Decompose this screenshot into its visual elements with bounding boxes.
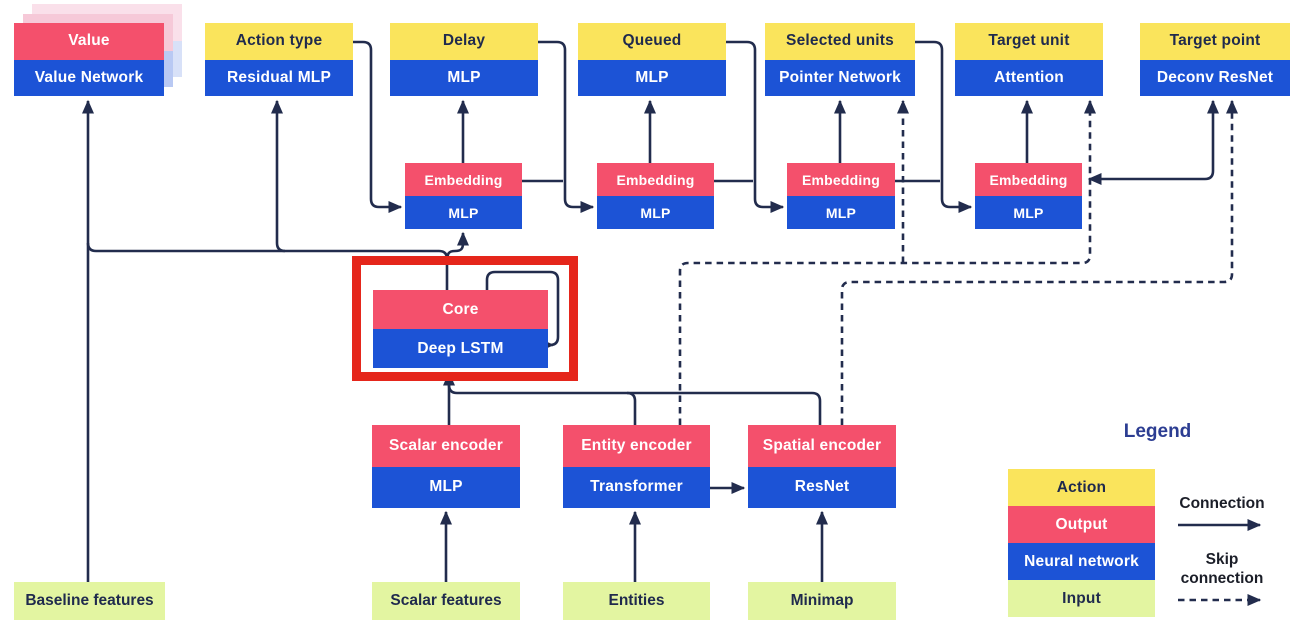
legend-input-swatch: Input xyxy=(1008,580,1155,617)
skip-entity-encoder-to-attention xyxy=(678,99,1096,425)
conn-spatial-encoder-to-core xyxy=(447,384,822,425)
embedding4-mlp-label: MLP xyxy=(975,196,1082,229)
conn-queued-to-embedding3 xyxy=(726,40,785,213)
transformer-label: Transformer xyxy=(563,466,710,508)
resnet-label: ResNet xyxy=(748,466,896,508)
head-delay-mlp-label: MLP xyxy=(390,59,538,96)
head-delay-label: Delay xyxy=(390,23,538,60)
embedding4-label: Embedding xyxy=(975,163,1082,196)
conn-core-to-embedding1 xyxy=(445,231,469,263)
embedding-box-3: Embedding MLP xyxy=(787,163,895,229)
embedding-box-1: Embedding MLP xyxy=(405,163,522,229)
head-value-network-label: Value Network xyxy=(14,59,164,96)
embedding2-label: Embedding xyxy=(597,163,714,196)
input-box-baseline-features: Baseline features xyxy=(14,582,165,620)
head-target-point-label: Target point xyxy=(1140,23,1290,60)
legend-skip-connection-label: Skip connection xyxy=(1180,551,1264,587)
head-deconv-resnet-label: Deconv ResNet xyxy=(1140,59,1290,96)
legend-connection-label: Connection xyxy=(1179,495,1265,512)
encoder-box-spatial: Spatial encoder ResNet xyxy=(748,425,896,508)
head-selected-units-label: Selected units xyxy=(765,23,915,60)
head-pointer-network-label: Pointer Network xyxy=(765,59,915,96)
conn-selected-units-to-embedding4 xyxy=(915,40,973,213)
conn-core-recurrent-loop xyxy=(485,270,560,351)
embedding1-label: Embedding xyxy=(405,163,522,196)
deep-lstm-label: Deep LSTM xyxy=(373,329,548,368)
legend-output-swatch: Output xyxy=(1008,506,1155,543)
input-box-entities: Entities xyxy=(563,582,710,620)
encoder-box-scalar: Scalar encoder MLP xyxy=(372,425,520,508)
embedding3-mlp-label: MLP xyxy=(787,196,895,229)
solid-connections xyxy=(82,40,1262,582)
input-box-scalar-features: Scalar features xyxy=(372,582,520,620)
core-label: Core xyxy=(373,290,548,329)
head-attention-label: Attention xyxy=(955,59,1103,96)
legend-action-swatch: Action xyxy=(1008,469,1155,506)
head-box-selected-units: Selected units Pointer Network xyxy=(765,23,915,96)
skip-connections xyxy=(678,99,1262,606)
embedding2-mlp-label: MLP xyxy=(597,196,714,229)
core-box: Core Deep LSTM xyxy=(373,290,548,368)
conn-embedding4-to-deconv-resnet xyxy=(1087,99,1219,185)
head-queued-label: Queued xyxy=(578,23,726,60)
embedding1-mlp-label: MLP xyxy=(405,196,522,229)
entity-encoder-label: Entity encoder xyxy=(563,425,710,467)
legend-swatches: Action Output Neural network Input xyxy=(1008,469,1155,617)
head-queued-mlp-label: MLP xyxy=(578,59,726,96)
head-residual-mlp-label: Residual MLP xyxy=(205,59,353,96)
spatial-encoder-label: Spatial encoder xyxy=(748,425,896,467)
highlight-box xyxy=(352,256,578,381)
legend-title: Legend xyxy=(1123,421,1192,442)
head-box-value: Value Value Network xyxy=(14,23,164,96)
head-box-target-unit: Target unit Attention xyxy=(955,23,1103,96)
head-box-action-type: Action type Residual MLP xyxy=(205,23,353,96)
head-box-target-point: Target point Deconv ResNet xyxy=(1140,23,1290,96)
scalar-encoder-label: Scalar encoder xyxy=(372,425,520,467)
conn-action-type-to-embedding1 xyxy=(353,40,403,213)
encoder-box-entity: Entity encoder Transformer xyxy=(563,425,710,508)
input-box-minimap: Minimap xyxy=(748,582,896,620)
head-value-label: Value xyxy=(14,23,164,60)
legend-network-swatch: Neural network xyxy=(1008,543,1155,580)
scalar-mlp-label: MLP xyxy=(372,466,520,508)
head-action-type-label: Action type xyxy=(205,23,353,60)
conn-core-to-residual-mlp xyxy=(271,99,286,253)
skip-spatial-encoder-to-deconv-resnet xyxy=(840,99,1238,425)
head-box-queued: Queued MLP xyxy=(578,23,726,96)
head-target-unit-label: Target unit xyxy=(955,23,1103,60)
embedding-box-2: Embedding MLP xyxy=(597,163,714,229)
head-box-delay: Delay MLP xyxy=(390,23,538,96)
conn-delay-to-embedding2 xyxy=(538,40,595,213)
conn-entity-encoder-to-core xyxy=(626,391,637,425)
embedding3-label: Embedding xyxy=(787,163,895,196)
embedding-box-4: Embedding MLP xyxy=(975,163,1082,229)
